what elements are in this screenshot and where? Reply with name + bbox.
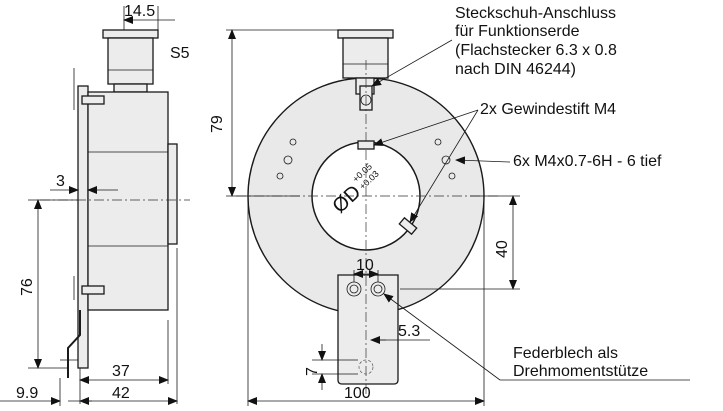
dim-s5-text: S5 — [170, 45, 190, 62]
dim-100: 100 — [247, 196, 485, 406]
note-earth-line1: Steckschuh-Anschluss — [455, 5, 616, 22]
dim-42-text: 42 — [112, 385, 130, 402]
side-housing — [87, 91, 169, 311]
dim-9-9-text: 9.9 — [16, 385, 38, 402]
dim-10: 10 — [353, 257, 379, 282]
note-setscrew-text: 2x Gewindestift M4 — [480, 101, 616, 118]
side-spring-plate — [67, 310, 81, 378]
dim-7: 7 — [304, 344, 358, 390]
dim-76: 76 — [19, 199, 78, 369]
dim-14-5: 14.5 — [123, 3, 175, 30]
side-connector — [102, 29, 159, 93]
note-threads-text: 6x M4x0.7-6H - 6 tief — [513, 153, 662, 170]
dim-5-3: 5.3 — [370, 323, 430, 344]
note-earth-line2: für Funktionserde — [455, 23, 580, 40]
dim-9-9: 9.9 — [0, 378, 92, 406]
note-spring-line2: Drehmomentstütze — [513, 363, 648, 380]
dim-40: 40 — [400, 195, 520, 290]
dim-14-5-text: 14.5 — [124, 3, 155, 20]
front-torque-plate — [337, 274, 399, 385]
note-threads: 6x M4x0.7-6H - 6 tief — [455, 153, 662, 170]
dim-3-text: 3 — [56, 173, 65, 190]
dim-3: 3 — [50, 173, 118, 194]
note-earth-line3: (Flachstecker 6.3 x 0.8 — [455, 42, 617, 59]
dim-79-text: 79 — [209, 115, 226, 133]
side-hub — [167, 143, 178, 245]
dim-37-text: 37 — [112, 363, 130, 380]
note-earth-connection: Steckschuh-Anschluss für Funktionserde (… — [371, 5, 617, 87]
front-view — [236, 29, 498, 396]
dim-10-text: 10 — [356, 257, 374, 274]
dim-40-text: 40 — [494, 240, 511, 258]
note-spring-plate: Federblech als Drehmomentstütze — [383, 293, 690, 381]
dim-79: 79 — [209, 29, 338, 197]
dim-76-text: 76 — [19, 278, 36, 296]
threaded-holes — [276, 138, 456, 180]
dim-7-text: 7 — [304, 367, 321, 376]
side-view — [40, 29, 190, 378]
dim-5-3-text: 5.3 — [398, 323, 420, 340]
note-setscrew: 2x Gewindestift M4 — [373, 101, 616, 223]
note-earth-line4: nach DIN 46244) — [455, 61, 576, 78]
dim-100-text: 100 — [344, 385, 371, 402]
dim-37-42: 37 42 — [79, 248, 178, 405]
note-spring-line1: Federblech als — [513, 345, 618, 362]
